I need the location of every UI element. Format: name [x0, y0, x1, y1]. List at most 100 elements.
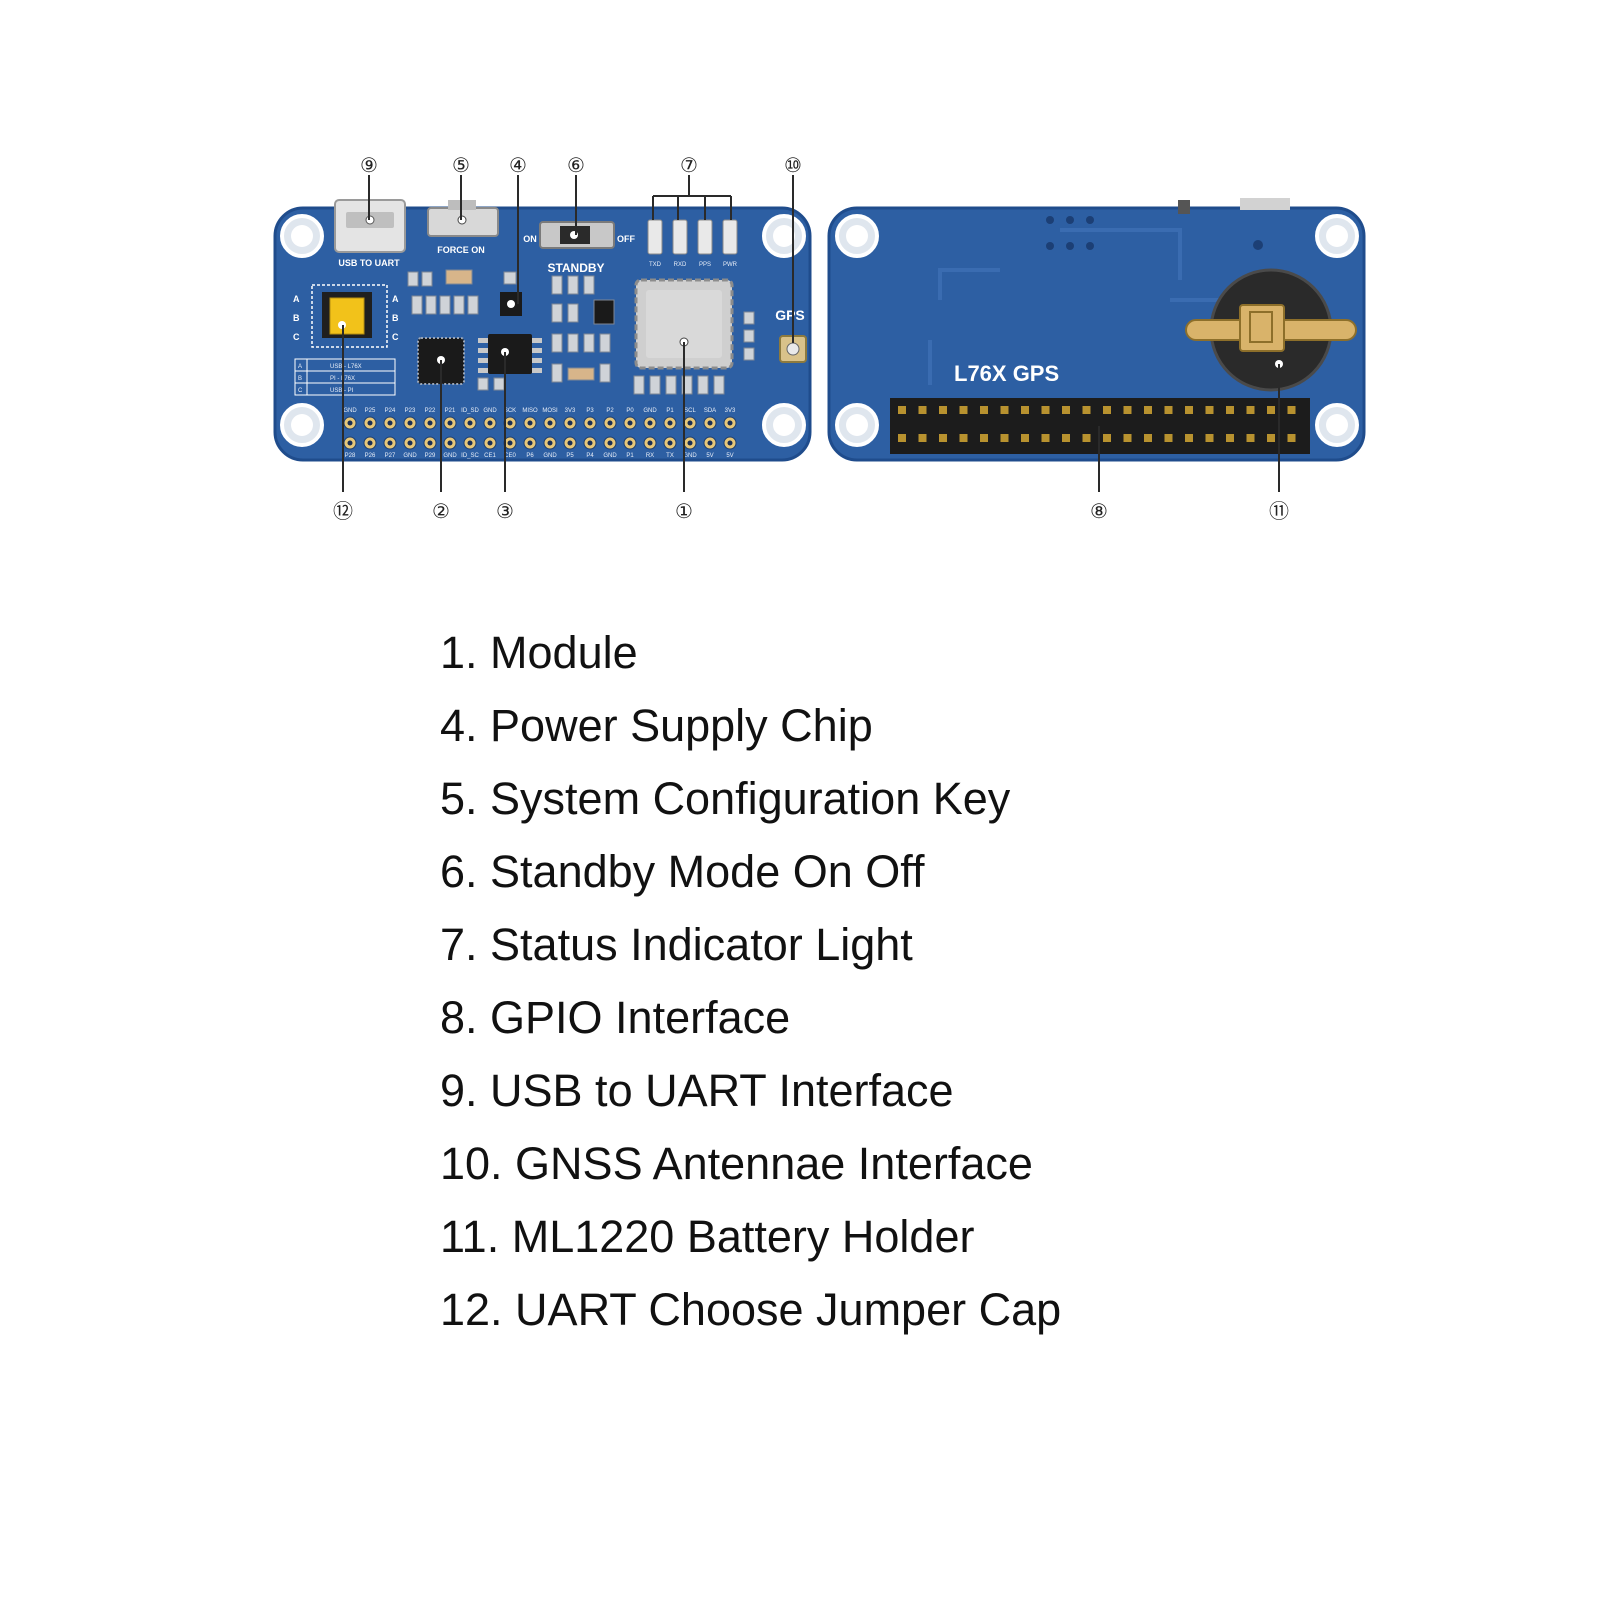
gpio-pin-label-top: P22 [425, 408, 436, 414]
gpio-hole-center [547, 440, 553, 446]
gpio-header-pin [1164, 406, 1173, 414]
gpio-hole-center [347, 420, 353, 426]
gpio-pin-label-top: SCK [504, 408, 516, 414]
gpio-header-pin [1062, 434, 1070, 442]
gpio-hole-center [367, 420, 373, 426]
gpio-pin-label-bottom: GND [443, 453, 457, 459]
gpio-hole-center [407, 440, 413, 446]
gpio-header-pin [1123, 434, 1132, 442]
gpio-hole-center [707, 440, 713, 446]
gpio-header-pin [1123, 406, 1132, 414]
gpio-hole-center [727, 420, 733, 426]
gpio-pin-label-top: P2 [606, 408, 614, 414]
gpio-hole-center [707, 420, 713, 426]
gpio-header-pin [939, 434, 947, 442]
gpio-header-pin [1103, 406, 1111, 414]
gpio-header-pin [1000, 434, 1009, 442]
jumper-row-c-left: C [293, 332, 300, 342]
uart-table-value-a: USB - L76X [330, 364, 362, 370]
usb-to-uart-label: USB TO UART [338, 258, 400, 268]
callout-9: ⑨ [360, 153, 378, 177]
gpio-header-pin [1021, 406, 1029, 414]
standby-off-label: OFF [617, 234, 635, 244]
gpio-pin-label-top: 3V3 [565, 408, 576, 414]
gpio-header-pin [1287, 434, 1296, 442]
gpio-pin-label-top: SDA [704, 408, 716, 414]
gpio-hole-center [467, 440, 473, 446]
uart-table-key-c: C [298, 388, 303, 394]
gpio-pin-label-bottom: P5 [566, 453, 574, 459]
legend-item-standby-mode: 6. Standby Mode On Off [440, 846, 925, 897]
gpio-pin-label-top: GND [483, 408, 497, 414]
gpio-header-pin [1185, 434, 1193, 442]
gpio-hole-center [567, 440, 573, 446]
gpio-hole-center [687, 420, 693, 426]
led-label-txd: TXD [649, 262, 662, 268]
gpio-header-pin [918, 434, 927, 442]
led-label-pps: PPS [699, 262, 711, 268]
back-vias [1046, 216, 1263, 250]
gpio-header-pin [1205, 434, 1214, 442]
gpio-hole-center [727, 440, 733, 446]
gpio-pin-label-bottom: P6 [526, 453, 534, 459]
product-label: L76X GPS [954, 361, 1059, 386]
gpio-pin-label-bottom: CE0 [504, 453, 516, 459]
callout-5: ⑤ [452, 153, 470, 177]
callout-10: ⑩ [784, 153, 802, 177]
gpio-hole-center [627, 440, 633, 446]
gpio-pin-label-bottom: P26 [365, 453, 376, 459]
callout-11: ⑪ [1269, 499, 1289, 523]
legend-item-ml1220-battery-holder: 11. ML1220 Battery Holder [440, 1211, 975, 1262]
callout-3: ③ [496, 499, 514, 523]
chip-3 [478, 334, 542, 374]
callout-12: ⑫ [333, 499, 353, 523]
gpio-pin-label-bottom: 5V [726, 453, 733, 459]
back-board: L76X GPS [827, 198, 1366, 462]
gpio-hole-center [547, 420, 553, 426]
legend-item-gpio-interface: 8. GPIO Interface [440, 992, 791, 1043]
gpio-hole-center [427, 440, 433, 446]
force-on-button [427, 200, 499, 237]
gnss-module [634, 278, 734, 370]
gpio-header-pin [1164, 434, 1173, 442]
gpio-pin-label-bottom: GND [603, 453, 617, 459]
legend-item-usb-to-uart-interface: 9. USB to UART Interface [440, 1065, 954, 1116]
front-board: USB TO UART FORCE ON ON OFF STANDBY TXD … [273, 199, 812, 462]
gpio-pin-label-bottom: CE1 [484, 453, 496, 459]
gpio-header-pin [918, 406, 927, 414]
gpio-pin-label-bottom: P1 [626, 453, 634, 459]
gpio-header-pin [1021, 434, 1029, 442]
callout-4: ④ [509, 153, 527, 177]
back-usb-shadow [1240, 198, 1290, 210]
gpio-header-pin [1144, 406, 1152, 414]
gpio-pin-label-bottom: P29 [425, 453, 436, 459]
gpio-pin-label-top: GND [343, 408, 357, 414]
gpio-pin-label-top: P0 [626, 408, 634, 414]
gps-label: GPS [775, 307, 805, 323]
gpio-pin-label-bottom: RX [646, 453, 654, 459]
gpio-hole-center [667, 420, 673, 426]
gpio-hole-center [507, 440, 513, 446]
legend-item-status-indicator-light: 7. Status Indicator Light [440, 919, 913, 970]
gpio-pin-label-top: P21 [445, 408, 456, 414]
led-label-rxd: RXD [674, 262, 687, 268]
gpio-hole-center [487, 420, 493, 426]
gpio-header-pin [959, 434, 968, 442]
gpio-header-pin [1226, 406, 1234, 414]
gpio-hole-center [587, 420, 593, 426]
gpio-header-pin [1246, 406, 1255, 414]
gpio-pin-label-bottom: TX [666, 453, 674, 459]
legend-item-module: 1. Module [440, 627, 638, 678]
gpio-pin-label-bottom: GND [543, 453, 557, 459]
jumper-row-a-left: A [293, 294, 300, 304]
jumper-row-c-right: C [392, 332, 399, 342]
standby-label: STANDBY [547, 261, 604, 275]
gpio-pin-label-top: 3V3 [725, 408, 736, 414]
gpio-pin-label-bottom: P4 [586, 453, 594, 459]
gpio-pin-label-bottom: P28 [345, 453, 356, 459]
callout-2: ② [432, 499, 450, 523]
gpio-hole-center [647, 420, 653, 426]
gpio-hole-center [687, 440, 693, 446]
